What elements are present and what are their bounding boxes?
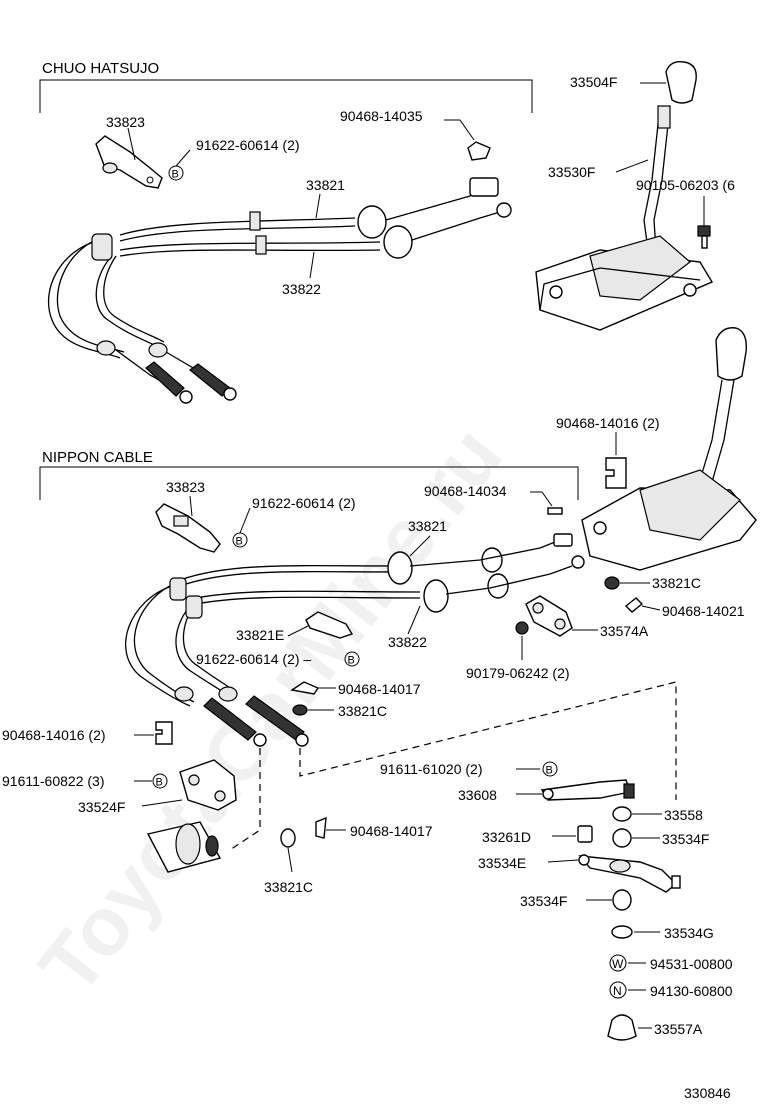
washer-symbol-w: W (609, 954, 646, 972)
label-33534F-a: 33534F (662, 831, 709, 847)
shifter-base-bottom (581, 469, 757, 571)
label-33821C-bottom: 33821C (264, 879, 313, 895)
bolt-symbol-b-right: B (516, 761, 558, 777)
label-33558: 33558 (664, 807, 703, 823)
part-33823-bottom (155, 503, 221, 553)
label-33574A: 33574A (600, 623, 649, 639)
label-33823-bottom: 33823 (166, 479, 205, 495)
label-33821C-mid: 33821C (338, 703, 387, 719)
transmission-housing (146, 821, 222, 873)
label-33608: 33608 (458, 787, 497, 803)
section-bracket-top (39, 79, 533, 113)
section-title-nippon-cable: NIPPON CABLE (42, 449, 153, 466)
bolt-symbol-b-top: B (168, 149, 191, 181)
bushing-33534F-a (612, 828, 660, 848)
nut-symbol-n: N (609, 981, 646, 999)
part-33823-top (95, 127, 163, 189)
shifter-base-top (535, 235, 714, 331)
dashed-guide-left (229, 748, 261, 851)
washer-33534G (611, 925, 660, 939)
dashed-guide-right (299, 681, 677, 800)
bracket-33574A (525, 595, 598, 637)
nut-90179 (515, 621, 529, 660)
clip-90468-14035 (444, 119, 491, 161)
label-33822-top: 33822 (282, 281, 321, 297)
bolt-symbol-b-left: B (134, 773, 168, 789)
label-33821E: 33821E (236, 627, 284, 643)
bolt-symbol-b-bottom: B (232, 507, 251, 548)
label-90468-14016-left: 90468-14016 (2) (2, 727, 106, 743)
label-33823-top: 33823 (106, 114, 145, 130)
label-90468-14016-right: 90468-14016 (2) (556, 415, 660, 431)
clip-90468-14017-b (315, 816, 346, 839)
label-33821C-right: 33821C (652, 575, 701, 591)
label-33821-top: 33821 (306, 177, 345, 193)
label-33261D: 33261D (482, 829, 531, 845)
svg-text:B: B (236, 536, 243, 548)
label-90468-14035: 90468-14035 (340, 108, 423, 124)
bolt-symbol-b-mid: B (344, 651, 360, 667)
section-title-chuo-hatsujo: CHUO HATSUJO (42, 60, 159, 77)
svg-text:N: N (613, 984, 622, 998)
label-33557A: 33557A (654, 1021, 703, 1037)
diagram-number: 330846 (684, 1085, 731, 1101)
label-33524F: 33524F (78, 799, 125, 815)
clip-90468-14017-a (290, 681, 336, 695)
bolt-90105 (697, 225, 711, 249)
bushing-33821C-bottom (280, 828, 296, 873)
svg-text:W: W (612, 957, 624, 971)
label-33534E: 33534E (478, 855, 526, 871)
label-91611-61020: 91611-61020 (2) (380, 761, 482, 777)
label-90468-14017-a: 90468-14017 (338, 681, 421, 697)
label-94531: 94531-00800 (650, 956, 733, 972)
lever-33534E (547, 854, 681, 893)
lever-33608 (516, 779, 635, 801)
label-90468-14017-b: 90468-14017 (350, 823, 433, 839)
section-nippon-cable: NIPPON CABLE 33823 B 91622-60614 (2) 904… (2, 449, 757, 1101)
lever-33530F (643, 105, 671, 251)
cable-assembly-top (47, 177, 512, 404)
label-91622-mid: 91622-60614 (2) – (196, 651, 311, 667)
bushing-33558 (612, 806, 662, 822)
label-90105: 90105-06203 (6 (636, 177, 735, 193)
bushing-33821C-right (604, 576, 650, 590)
bushing-33534F-b (586, 889, 632, 911)
pin-90468-14021 (624, 597, 661, 613)
collar-33261D (552, 825, 593, 843)
label-91611-60822: 91611-60822 (3) (2, 773, 104, 789)
label-33822-bottom: 33822 (388, 634, 427, 650)
clip-90468-14034 (547, 507, 563, 515)
svg-text:B: B (156, 777, 163, 789)
label-90468-14034: 90468-14034 (424, 483, 507, 499)
label-91622-top: 91622-60614 (2) (196, 137, 300, 153)
label-33504F: 33504F (570, 74, 617, 90)
section-bracket-bottom (39, 466, 579, 500)
shift-lever-bottom (699, 327, 747, 483)
label-33534G: 33534G (664, 925, 714, 941)
cap-33557A (607, 1014, 652, 1041)
section-chuo-hatsujo: CHUO HATSUJO 33823 B 91622-60614 (2) 904… (39, 60, 747, 489)
knob-33504F (665, 61, 697, 104)
svg-text:B: B (172, 169, 179, 181)
label-91622-bottom: 91622-60614 (2) (252, 495, 356, 511)
clip-90468-14016-left (155, 721, 173, 745)
bracket-33524F (179, 759, 237, 811)
label-33530F: 33530F (548, 164, 595, 180)
label-33534F-b: 33534F (520, 893, 567, 909)
svg-text:B: B (348, 655, 355, 667)
bushing-33821C-mid (292, 704, 334, 716)
cable-assembly-bottom (124, 533, 585, 747)
svg-text:B: B (546, 765, 553, 777)
label-33821-bottom: 33821 (408, 518, 447, 534)
clip-90468-14016-right (605, 457, 627, 489)
label-90468-14021: 90468-14021 (662, 603, 745, 619)
label-94130: 94130-60800 (650, 983, 733, 999)
label-90179: 90179-06242 (2) (466, 665, 570, 681)
bracket-33821E (305, 611, 354, 639)
